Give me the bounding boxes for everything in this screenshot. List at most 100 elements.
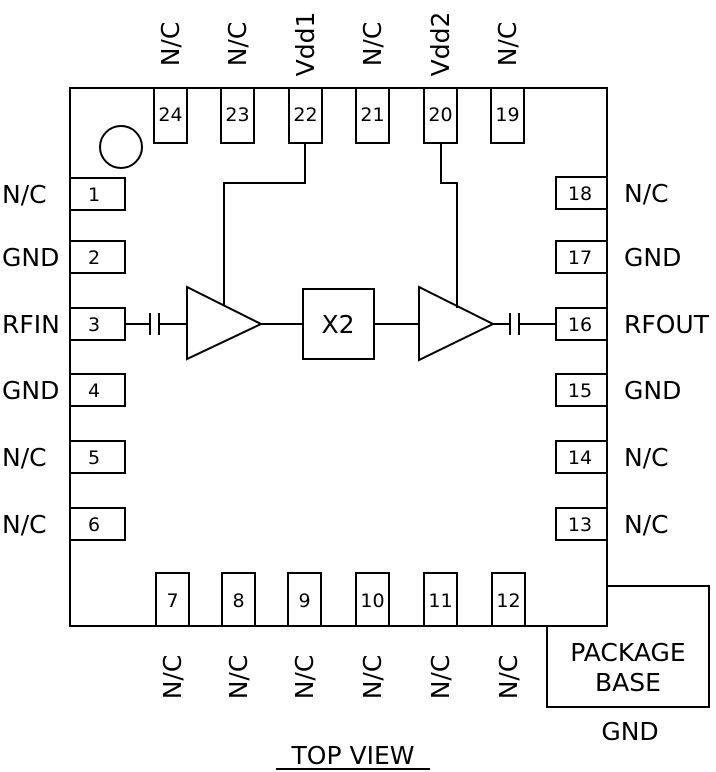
pin-pad [490,87,525,144]
pin-pad [153,87,188,144]
pin-number: 18 [568,183,592,205]
pin-4: 4 GND [2,373,126,407]
pin-pad [423,87,458,144]
pin-name-n-c: N/C [224,655,253,700]
pin-10: 10N/C [355,572,390,700]
pin-7: 7N/C [155,572,190,700]
pin-1: 1 N/C [2,177,126,211]
pin-13: 13 N/C [555,507,669,541]
pin-pad [555,440,608,474]
amplifier-2 [418,285,496,362]
pin-11: 11N/C [423,572,458,700]
pin-name-n-c: N/C [493,22,522,67]
pin-number: 19 [495,104,519,126]
pin-name-n-c: N/C [223,22,252,67]
multiplier-label: X2 [321,310,354,339]
pin-number: 3 [88,314,100,336]
pin-24: 24 N/C [153,22,188,144]
package-base-pin-name: GND [601,717,658,746]
pin-number: 21 [360,104,384,126]
pin-18: 18 N/C [555,176,669,210]
pin-number: 23 [225,104,249,126]
pin-number: 24 [158,104,182,126]
pin-22: 22 Vdd1 [288,12,323,144]
pin-pad [220,87,255,144]
pin-name-gnd: GND [624,243,681,272]
view-label: TOP VIEW [291,741,415,770]
package-base-outline [546,585,710,708]
pin-9: 9N/C [287,572,322,700]
pin-pad [69,373,126,407]
pin-name-n-c: N/C [624,179,669,208]
pin-name-n-c: N/C [158,655,187,700]
pin-pad [221,572,256,627]
pin-5: 5 N/C [2,440,126,474]
pin-pad [155,572,190,627]
pin-number: 4 [88,380,100,402]
pin-name-n-c: N/C [624,443,669,472]
pin-name-n-c: N/C [426,655,455,700]
pin-23: 23 N/C [220,22,255,144]
pin-pad [69,177,126,211]
vdd2-bias-line [440,143,458,308]
pin-pad [555,507,608,541]
pin-name-n-c: N/C [358,22,387,67]
pin-name-gnd: GND [2,243,59,272]
pin-pad [355,87,390,144]
package-base-line2: BASE [595,668,661,697]
pin-name-n-c: N/C [2,180,47,209]
pin-12: 12N/C [491,572,526,700]
pin-number: 10 [360,590,384,612]
package-outline [69,87,608,627]
pin-number: 12 [496,590,520,612]
pin-number: 2 [88,247,100,269]
pin-name-n-c: N/C [624,510,669,539]
pin-number: 16 [568,314,592,336]
pin-name-vdd1: Vdd1 [291,12,320,77]
pin-number: 22 [293,104,317,126]
pin-name-n-c: N/C [358,655,387,700]
pin-name-n-c: N/C [290,655,319,700]
pin-name-n-c: N/C [494,655,523,700]
pin-name-n-c: N/C [2,443,47,472]
package-base-line1: PACKAGE [570,638,685,667]
vdd1-bias-line [223,143,306,305]
pin-number: 6 [88,514,100,536]
pin-number: 1 [88,184,100,206]
pin-number: 5 [88,447,100,469]
pin-number: 8 [232,590,244,612]
pin-3: 3 RFIN [2,307,126,341]
pin-2: 2 GND [2,240,126,274]
pin-name-gnd: GND [2,376,59,405]
pin-pad [423,572,458,627]
pin-number: 15 [568,380,592,402]
pin-pad [355,572,390,627]
pin-name-rfout: RFOUT [624,310,710,339]
pin-number: 11 [428,590,452,612]
pin-pad [555,307,608,341]
pin-number: 13 [568,514,592,536]
amplifier-1 [186,285,264,361]
pin-name-n-c: N/C [156,22,185,67]
pin-pad [555,240,608,274]
pin-6: 6 N/C [2,507,126,541]
pin-pad [69,307,126,341]
pin-19: 19 N/C [490,22,525,144]
pin1-marker [99,125,143,169]
pin-pad [491,572,526,627]
pin-name-rfin: RFIN [2,310,60,339]
pin-pad [555,373,608,407]
pin-pad [555,176,608,210]
pin-8: 8N/C [221,572,256,700]
pin-pad [69,440,126,474]
pin-name-n-c: N/C [2,510,47,539]
